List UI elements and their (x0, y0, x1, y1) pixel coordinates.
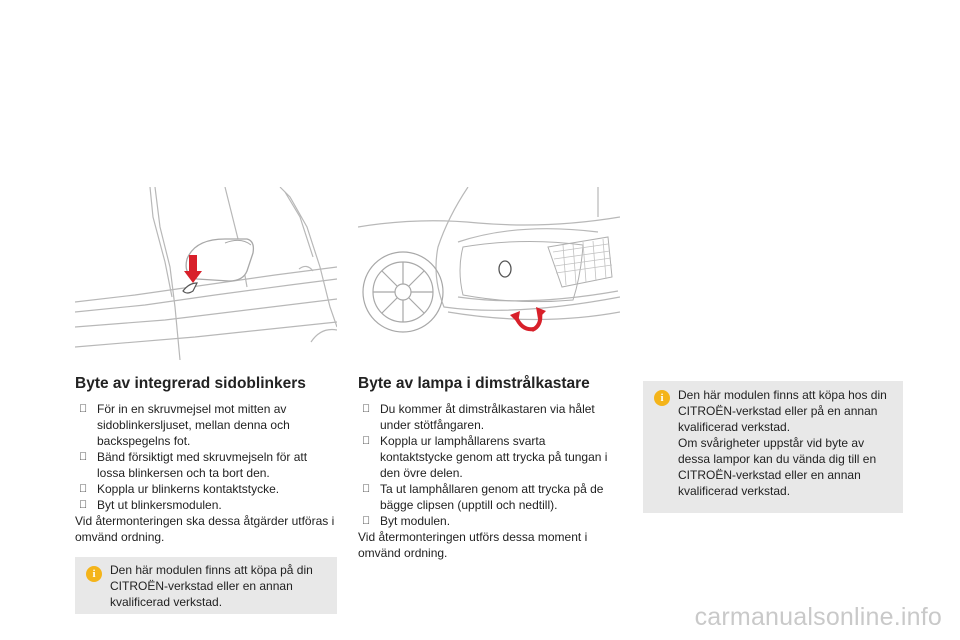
list-item:  Bänd försiktigt med skruvmejseln för a… (75, 449, 337, 481)
reassembly-note: Vid återmonteringen utförs dessa moment … (358, 530, 588, 560)
checkbox-bullet-icon:  (79, 401, 87, 417)
list-item:  Du kommer åt dimstrålkastaren via håle… (358, 401, 620, 433)
info-note-text-1: Den här modulen finns att köpa hos din C… (678, 388, 887, 434)
car-side-mirror-drawing (74, 186, 338, 361)
fog-lamp-title: Byte av lampa i dimstrålkastare (358, 375, 590, 392)
step-text: För in en skruvmejsel mot mitten av sido… (97, 402, 290, 448)
info-icon: i (654, 390, 670, 406)
checkbox-bullet-icon:  (362, 513, 370, 529)
side-repeater-instructions:  För in en skruvmejsel mot mitten av si… (75, 401, 337, 545)
step-text: Bänd försiktigt med skruvmejseln för att… (97, 450, 308, 480)
side-repeater-illustration (74, 186, 338, 361)
list-item:  Koppla ur lamphållarens svarta kontakt… (358, 433, 620, 481)
side-repeater-lamp (182, 282, 198, 294)
list-item:  Koppla ur blinkerns kontaktstycke. (75, 481, 337, 497)
info-note-left: i Den här modulen finns att köpa på din … (75, 557, 337, 614)
info-note-right: i Den här modulen finns att köpa hos din… (643, 381, 903, 513)
checkbox-bullet-icon:  (79, 449, 87, 465)
checkbox-bullet-icon:  (79, 481, 87, 497)
checkbox-bullet-icon:  (362, 401, 370, 417)
info-icon: i (86, 566, 102, 582)
step-text: Byt modulen. (380, 514, 451, 528)
info-note-text-2: Om svårigheter uppstår vid byte av dessa… (678, 436, 877, 498)
step-text: Koppla ur lamphållarens svarta kontaktst… (380, 434, 608, 480)
side-repeater-title: Byte av integrerad sidoblinkers (75, 375, 306, 392)
step-text: Byt ut blinkersmodulen. (97, 498, 222, 512)
step-text: Koppla ur blinkerns kontaktstycke. (97, 482, 280, 496)
checkbox-bullet-icon:  (79, 497, 87, 513)
down-arrow-icon (184, 255, 202, 283)
watermark: carmanualsonline.info (694, 603, 942, 631)
car-front-bumper-drawing (357, 186, 621, 333)
fog-lamp-hole (498, 260, 512, 278)
list-item:  För in en skruvmejsel mot mitten av si… (75, 401, 337, 449)
list-item:  Byt modulen. (358, 513, 620, 529)
reassembly-note: Vid återmonteringen ska dessa åtgärder u… (75, 514, 335, 544)
fog-lamp-instructions:  Du kommer åt dimstrålkastaren via håle… (358, 401, 620, 561)
list-item:  Ta ut lamphållaren genom att trycka på… (358, 481, 620, 513)
fog-lamp-illustration (357, 186, 621, 360)
checkbox-bullet-icon:  (362, 481, 370, 497)
list-item:  Byt ut blinkersmodulen. (75, 497, 337, 513)
rotate-arrow-icon (510, 307, 546, 332)
checkbox-bullet-icon:  (362, 433, 370, 449)
step-text: Ta ut lamphållaren genom att trycka på d… (380, 482, 604, 512)
info-note-text: Den här modulen finns att köpa på din CI… (110, 563, 313, 609)
step-text: Du kommer åt dimstrålkastaren via hålet … (380, 402, 595, 432)
